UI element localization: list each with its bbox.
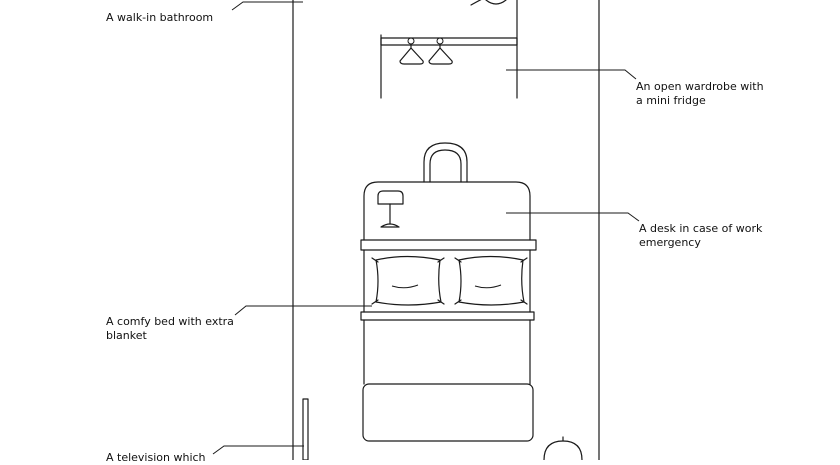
- hanger-icon: [399, 37, 424, 65]
- desk-label-line-1: A desk in case of work: [639, 222, 763, 235]
- wardrobe-label-line-2: a mini fridge: [636, 94, 706, 107]
- blanket: [362, 383, 534, 442]
- wardrobe-label-line-1: An open wardrobe with: [636, 80, 764, 93]
- bathroom-label: A walk-in bathroom: [106, 11, 214, 24]
- desk: [363, 181, 531, 241]
- lamp-icon: [377, 190, 404, 228]
- room-walls: [292, 0, 600, 460]
- bed: [360, 239, 537, 442]
- bathroom-fixture: [470, 0, 507, 6]
- bed-label-line-1: A comfy bed with extra: [106, 315, 234, 328]
- wardrobe: [380, 0, 518, 99]
- hanger-icon: [428, 37, 453, 65]
- desk-label-line-2: emergency: [639, 236, 701, 249]
- pillow-icon: [454, 255, 528, 306]
- desk-chair: [423, 142, 468, 183]
- leader-lines: [212, 1, 640, 455]
- television-label: A television which: [106, 451, 206, 464]
- bed-label-line-2: blanket: [106, 329, 147, 342]
- television: [302, 398, 309, 460]
- pillow-icon: [371, 255, 445, 306]
- floor-lamp-icon: [543, 436, 583, 460]
